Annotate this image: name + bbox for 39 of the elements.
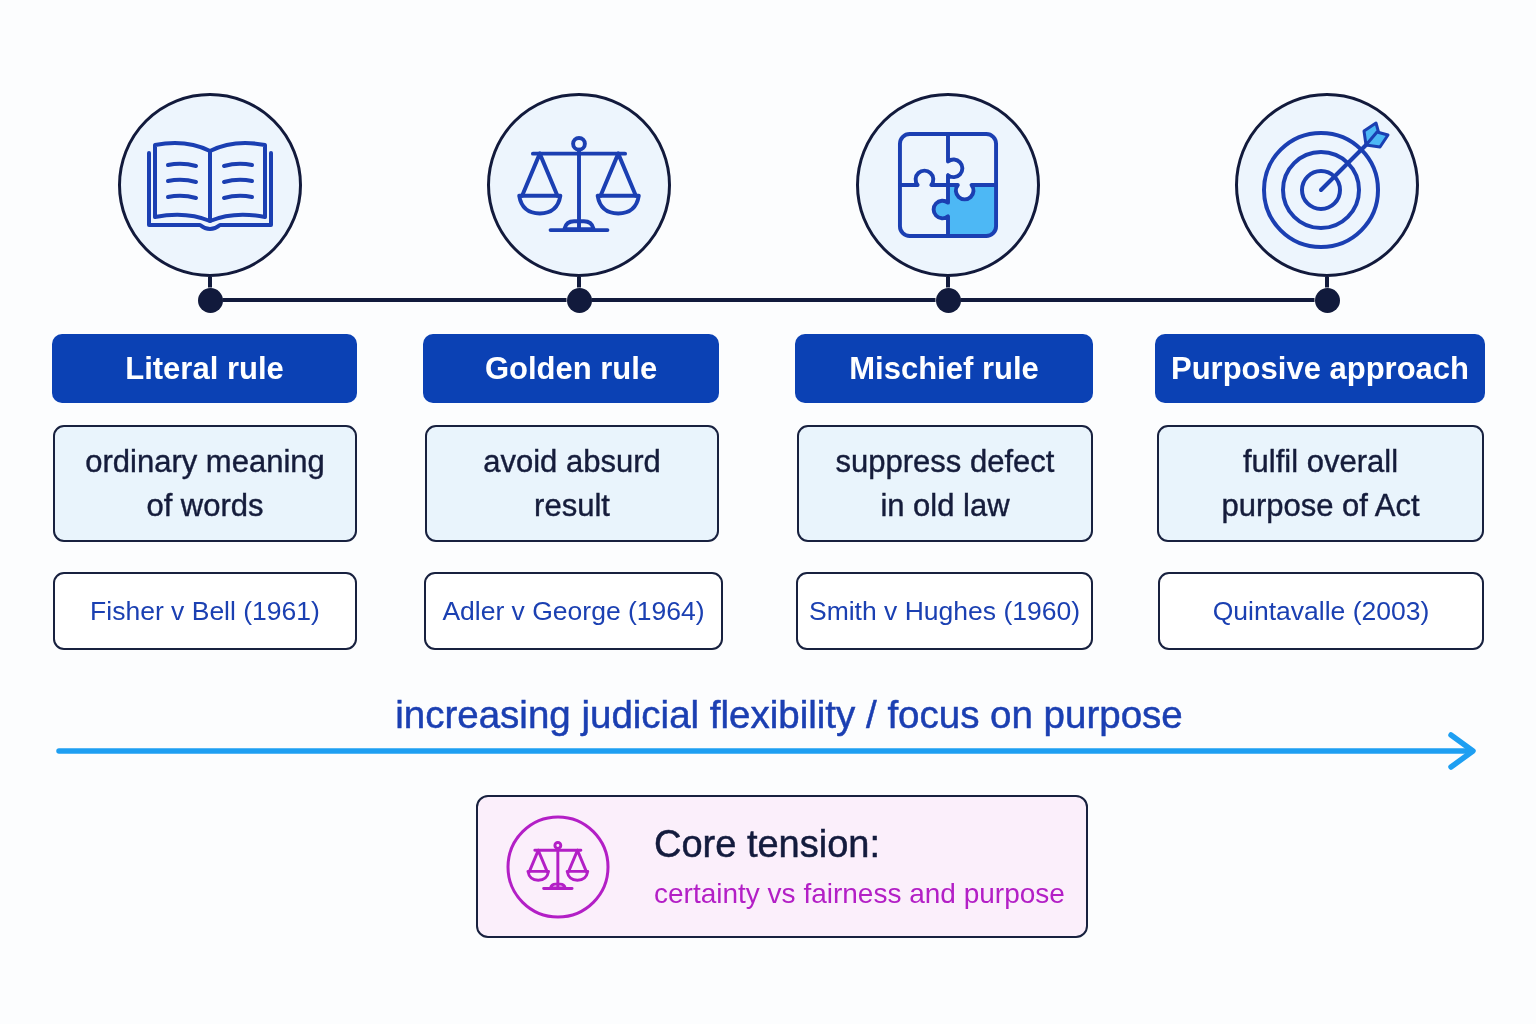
- rule-description: avoid absurd result: [482, 442, 662, 525]
- timeline-dot: [566, 287, 592, 313]
- tension-card: [476, 795, 1088, 938]
- case-card: [796, 572, 1093, 650]
- timeline-dot: [1314, 287, 1340, 313]
- case-citation: Fisher v Bell (1961): [90, 595, 320, 627]
- timeline-line: [577, 277, 581, 288]
- case-citation: Quintavalle (2003): [1212, 595, 1430, 627]
- description-card: [1157, 425, 1484, 542]
- description-card: [53, 425, 357, 542]
- description-card: [425, 425, 719, 542]
- case-citation: Adler v George (1964): [442, 595, 705, 627]
- timeline-line: [960, 298, 1315, 302]
- rule-description: fulfil overall purpose of Act: [1220, 442, 1421, 525]
- rule-description: suppress defect in old law: [834, 442, 1056, 525]
- tension-summary: certainty vs fairness and purpose: [654, 878, 1065, 910]
- timeline-line: [591, 298, 936, 302]
- rule-title: Purposive approach: [1171, 350, 1469, 387]
- rule-title: Mischief rule: [849, 350, 1039, 387]
- rule-description: ordinary meaning of words: [84, 442, 326, 525]
- case-card: [53, 572, 357, 650]
- timeline-line: [222, 298, 567, 302]
- direction-label: increasing judicial flexibility / focus on purpose: [394, 692, 1184, 738]
- timeline-line: [1325, 277, 1329, 288]
- case-card: [424, 572, 723, 650]
- tension-heading: Core tension:: [654, 823, 880, 866]
- timeline-line: [208, 277, 212, 288]
- rule-title: Literal rule: [125, 350, 284, 387]
- timeline-dot: [935, 287, 961, 313]
- case-citation: Smith v Hughes (1960): [809, 595, 1080, 627]
- rule-title: Golden rule: [484, 350, 658, 387]
- description-card: [797, 425, 1093, 542]
- rule-title-banner: [1155, 334, 1485, 403]
- case-card: [1158, 572, 1484, 650]
- rule-title-banner: [52, 334, 357, 403]
- rule-title-banner: [795, 334, 1093, 403]
- timeline-dot: [197, 287, 223, 313]
- rule-title-banner: [423, 334, 719, 403]
- timeline-line: [946, 277, 950, 288]
